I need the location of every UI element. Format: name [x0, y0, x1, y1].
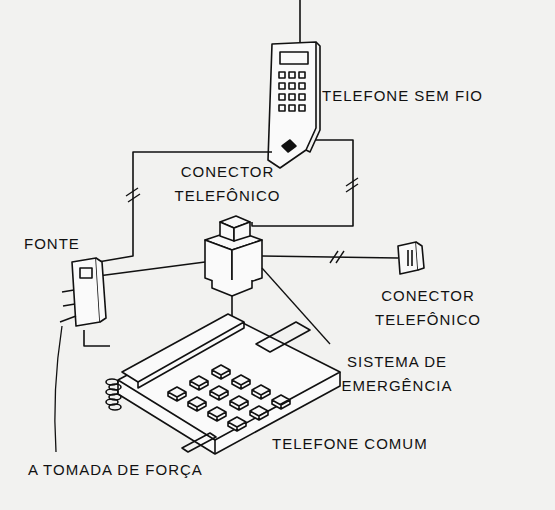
key	[279, 72, 285, 78]
label: SISTEMA DE EMERGÊNCIA	[332, 350, 462, 398]
key	[279, 105, 285, 111]
power-supply	[60, 258, 106, 326]
key	[289, 83, 295, 89]
key	[289, 105, 295, 111]
key	[289, 94, 295, 100]
key	[232, 375, 250, 389]
key	[299, 83, 305, 89]
label: TELEFONE COMUM	[272, 432, 482, 456]
label: CONECTOR TELEFÔNICO	[160, 160, 295, 208]
key	[208, 407, 226, 421]
key	[252, 385, 270, 399]
key	[289, 72, 295, 78]
key	[212, 365, 230, 379]
label: A TOMADA DE FORÇA	[28, 458, 288, 482]
key	[230, 396, 248, 410]
key	[299, 94, 305, 100]
key	[299, 72, 305, 78]
label: CONECTOR TELEFÔNICO	[358, 284, 498, 332]
desk-phone	[106, 314, 340, 454]
key	[168, 387, 186, 401]
key	[188, 397, 206, 411]
key	[279, 83, 285, 89]
key	[299, 105, 305, 111]
key	[210, 386, 228, 400]
wall-connector	[398, 242, 424, 274]
emergency-system	[205, 216, 262, 296]
key	[190, 376, 208, 390]
key	[250, 406, 268, 420]
label: TELEFONE SEM FIO	[322, 84, 532, 108]
wire	[84, 140, 398, 346]
label: FONTE	[24, 232, 94, 256]
key	[272, 395, 290, 409]
cordless-phone	[268, 0, 320, 168]
key	[279, 94, 285, 100]
key	[228, 417, 246, 431]
coil	[109, 404, 121, 410]
